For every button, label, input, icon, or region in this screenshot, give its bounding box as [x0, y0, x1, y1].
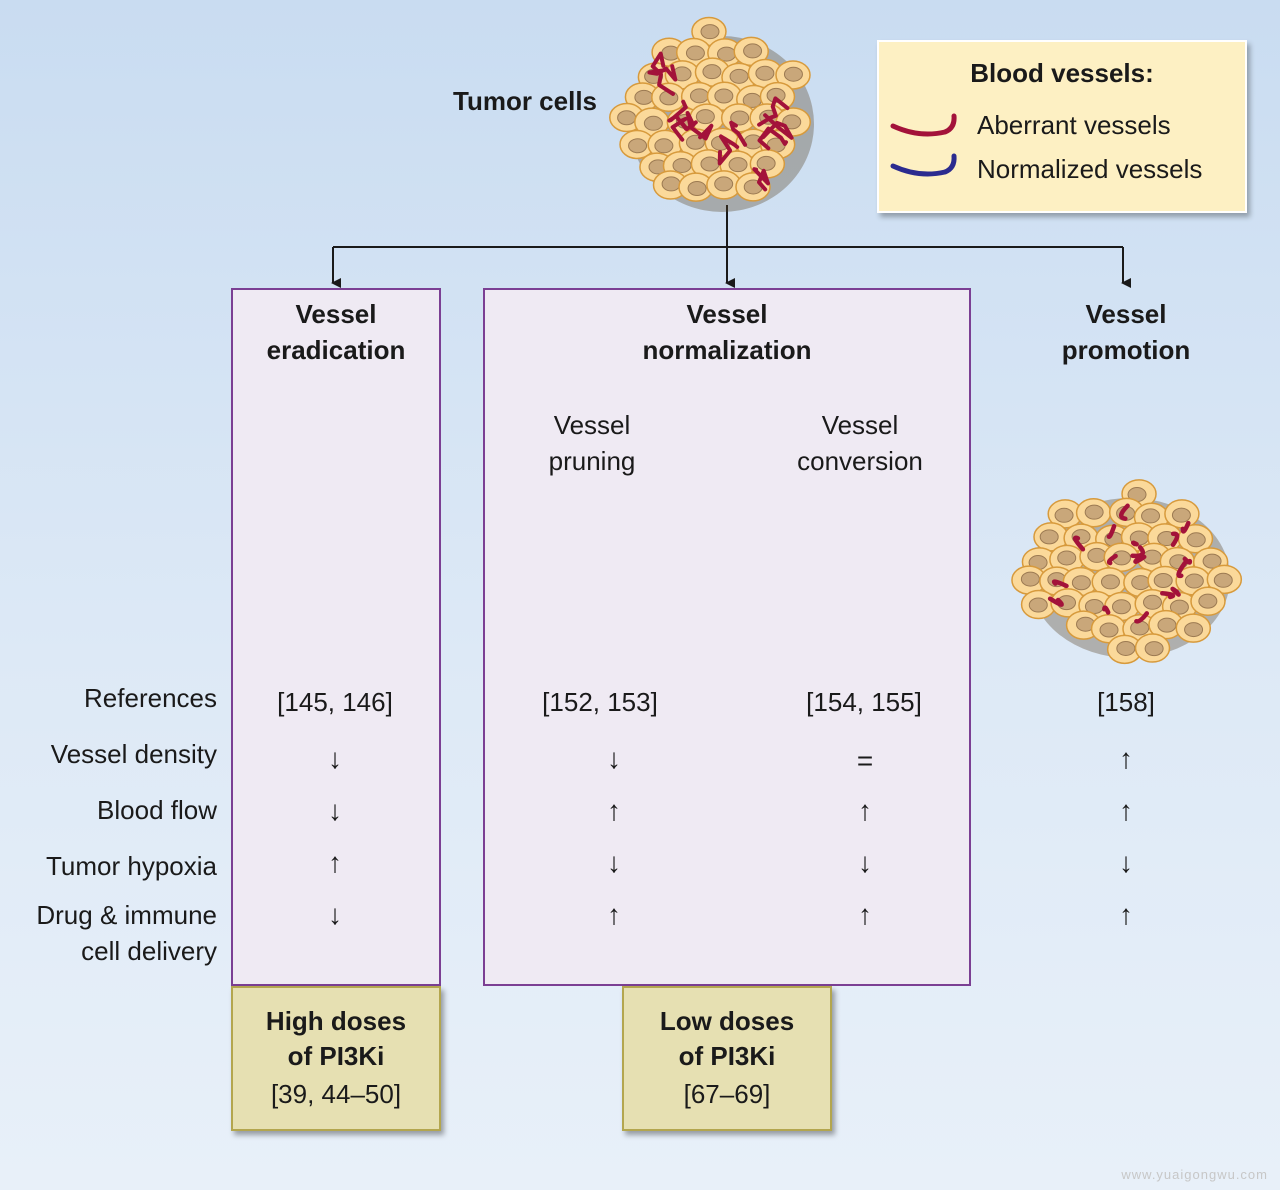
legend-title: Blood vessels: [970, 58, 1154, 88]
eradication-delivery: ↓ [328, 899, 342, 930]
heading-conversion: Vessel conversion [770, 407, 950, 479]
heading-pruning: Vessel pruning [502, 407, 682, 479]
conversion-density: = [856, 745, 874, 776]
heading-promotion-line2: promotion [1061, 335, 1191, 365]
heading-promotion-line1: Vessel [1085, 299, 1167, 329]
heading-normalization-line2: normalization [642, 335, 812, 365]
conversion-references: [154, 155] [806, 687, 922, 717]
panel-eradication [231, 288, 441, 986]
row-label-flow: Blood flow [97, 795, 217, 825]
panel-normalization [483, 288, 971, 986]
tumor-promotion-illustration [1011, 479, 1243, 665]
pruning-hypoxia: ↓ [607, 847, 621, 878]
pruning-flow: ↑ [607, 795, 621, 826]
heading-normalization: Vessel normalization [483, 296, 971, 368]
aberrant-vessel-swatch [890, 113, 957, 137]
row-label-delivery-1: Drug & immune [36, 900, 217, 930]
pruning-references: [152, 153] [542, 687, 658, 717]
dose-high-box: High doses of PI3Ki [39, 44–50] [231, 986, 441, 1131]
legend-box: Blood vessels: Aberrant vessels Normaliz… [877, 40, 1247, 213]
heading-eradication: Vessel eradication [231, 296, 441, 368]
row-label-hypoxia: Tumor hypoxia [46, 851, 217, 881]
heading-promotion: Vessel promotion [1026, 296, 1226, 368]
tumor-cells-label: Tumor cells [453, 86, 598, 116]
dose-low-line2: of PI3Ki [678, 1041, 776, 1071]
conversion-flow: ↑ [858, 795, 872, 826]
heading-conversion-line1: Vessel [821, 410, 899, 440]
normalized-vessel-swatch [890, 153, 957, 177]
heading-normalization-line1: Vessel [686, 299, 768, 329]
eradication-flow: ↓ [328, 795, 342, 826]
promotion-density: ↑ [1119, 743, 1133, 774]
legend-aberrant-label: Aberrant vessels [977, 110, 1171, 140]
heading-pruning-line2: pruning [548, 446, 636, 476]
pruning-density: ↓ [607, 743, 621, 774]
dose-high-refs: [39, 44–50] [270, 1079, 402, 1109]
tumor-cells-illustration [609, 16, 814, 212]
dose-low-refs: [67–69] [683, 1079, 771, 1109]
promotion-hypoxia: ↓ [1119, 847, 1133, 878]
promotion-flow: ↑ [1119, 795, 1133, 826]
promotion-delivery: ↑ [1119, 899, 1133, 930]
heading-eradication-line1: Vessel [295, 299, 377, 329]
heading-conversion-line2: conversion [797, 446, 923, 476]
legend-normalized-label: Normalized vessels [977, 154, 1203, 184]
heading-pruning-line1: Vessel [553, 410, 631, 440]
row-label-references: References [84, 683, 217, 713]
row-label-delivery-2: cell delivery [81, 936, 217, 966]
legend-swatches [890, 113, 957, 177]
row-label-density: Vessel density [50, 739, 217, 769]
pruning-delivery: ↑ [607, 899, 621, 930]
conversion-hypoxia: ↓ [858, 847, 872, 878]
promotion-references: [158] [1097, 687, 1155, 717]
dose-low-line1: Low doses [659, 1006, 795, 1036]
dose-high-line2: of PI3Ki [287, 1041, 385, 1071]
watermark: www.yuaigongwu.com [1121, 1167, 1268, 1182]
eradication-density: ↓ [328, 743, 342, 774]
heading-eradication-line2: eradication [266, 335, 406, 365]
conversion-delivery: ↑ [858, 899, 872, 930]
dose-low-box: Low doses of PI3Ki [67–69] [622, 986, 832, 1131]
eradication-references: [145, 146] [277, 687, 393, 717]
eradication-hypoxia: ↑ [328, 847, 342, 878]
dose-high-line1: High doses [265, 1006, 407, 1036]
